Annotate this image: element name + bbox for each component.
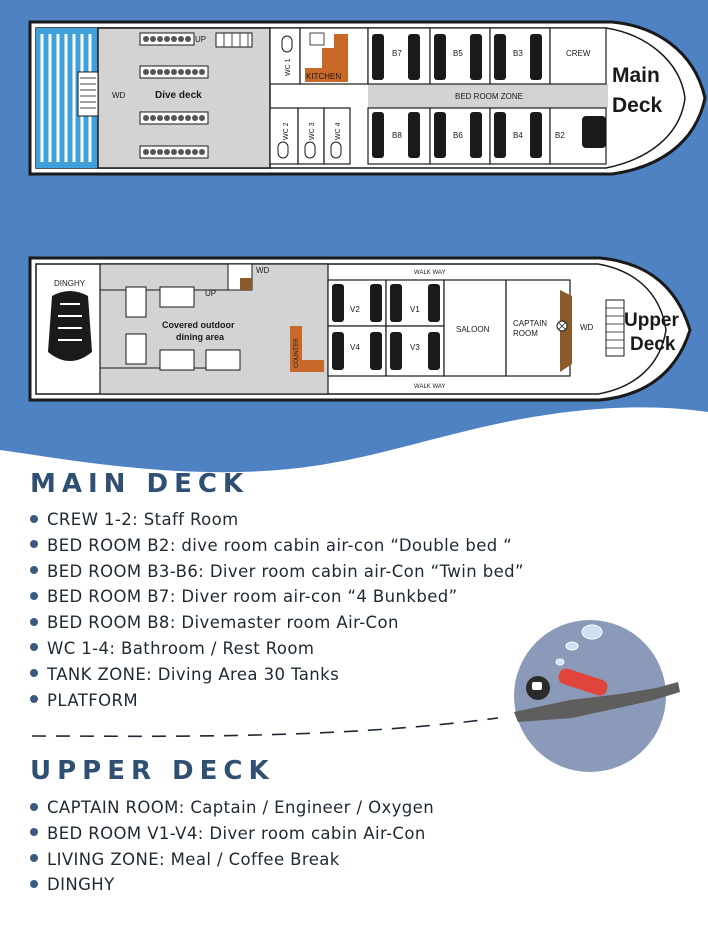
main-deck-list: CREW 1-2: Staff Room BED ROOM B2: dive r… [30, 507, 524, 713]
bullet-icon [30, 669, 38, 678]
bullet-icon [30, 566, 38, 575]
dinghy-icon [48, 291, 92, 361]
dinghy-label: DINGHY [54, 279, 86, 288]
stairs-icon [77, 71, 99, 117]
dining-tables [125, 286, 241, 371]
diver-circle [514, 620, 666, 772]
captain-label-line1: CAPTAIN [513, 319, 547, 328]
upper-deck-list: CAPTAIN ROOM: Captain / Engineer / Oxyge… [30, 795, 434, 898]
walkway-top-label: WALK WAY [414, 270, 445, 276]
upper-deck-plan: DINGHY WD UP Covered outdoor dining area… [28, 256, 692, 402]
list-item: LIVING ZONE: Meal / Coffee Break [30, 847, 434, 873]
bullet-icon [30, 540, 38, 549]
bullet-icon [30, 591, 38, 600]
bow-stairs-icon [605, 299, 625, 357]
section-divider [31, 717, 499, 738]
bullet-icon [30, 514, 38, 523]
wc4-label: WC 4 [335, 122, 342, 140]
list-item: DINGHY [30, 872, 434, 898]
b6-label: B6 [453, 131, 463, 140]
deck-plan-diagram: WD Dive deck UP WC 1 KITCHEN [0, 0, 708, 473]
v3-label: V3 [410, 343, 420, 352]
b5-label: B5 [453, 49, 463, 58]
v2-label: V2 [350, 305, 360, 314]
bullet-icon [30, 802, 38, 811]
kitchen-label: KITCHEN [306, 72, 341, 81]
diver-illustration [514, 620, 680, 772]
upper-deck-heading: UPPER DECK [30, 756, 275, 786]
main-wd-label: WD [112, 91, 126, 100]
bubble-icon [555, 624, 603, 666]
bed-icon [372, 34, 542, 80]
bullet-icon [30, 695, 38, 704]
main-up-stairs [215, 32, 253, 48]
main-deck-title-line2: Deck [612, 94, 663, 117]
main-deck-heading: MAIN DECK [30, 469, 250, 499]
main-corridor [368, 84, 608, 108]
upper-wd-top-label: WD [256, 266, 270, 275]
bed-room-zone-label: BED ROOM ZONE [455, 92, 523, 101]
list-item: BED ROOM V1-V4: Diver room cabin Air-Con [30, 821, 434, 847]
dining-label-line1: Covered outdoor [162, 320, 235, 330]
saloon-room [443, 279, 507, 377]
list-item: BED ROOM B7: Diver room air-con “4 Bunkb… [30, 584, 524, 610]
bullet-icon [30, 828, 38, 837]
wc3-label: WC 3 [309, 122, 316, 140]
bullet-icon [30, 617, 38, 626]
list-item: CREW 1-2: Staff Room [30, 507, 524, 533]
main-deck-title-line1: Main [612, 64, 660, 87]
upper-up-label: UP [205, 289, 216, 298]
list-item: WC 1-4: Bathroom / Rest Room [30, 636, 524, 662]
list-item: BED ROOM B8: Divemaster room Air-Con [30, 610, 524, 636]
main-deck-plan: WD Dive deck UP WC 1 KITCHEN [28, 20, 707, 176]
b7-label: B7 [392, 49, 402, 58]
b4-label: B4 [513, 131, 523, 140]
list-item: BED ROOM B3-B6: Diver room cabin air-Con… [30, 559, 524, 585]
helm-console [560, 290, 572, 372]
list-item: PLATFORM [30, 688, 524, 714]
counter-label: COUNTER [294, 338, 300, 368]
dining-label-line2: dining area [176, 332, 225, 342]
v4-label: V4 [350, 343, 360, 352]
b3-label: B3 [513, 49, 523, 58]
upper-deck-title-line2: Deck [630, 334, 676, 355]
walkway-bottom-label: WALK WAY [414, 384, 445, 390]
wc2-label: WC 2 [283, 122, 290, 140]
main-up-label: UP [195, 35, 206, 44]
bullet-icon [30, 854, 38, 863]
dive-deck-label: Dive deck [155, 90, 202, 101]
b2-label: B2 [555, 131, 565, 140]
cabins-bottom-row [367, 107, 607, 165]
upper-wd-right-label: WD [580, 323, 594, 332]
list-item: CAPTAIN ROOM: Captain / Engineer / Oxyge… [30, 795, 434, 821]
saloon-label: SALOON [456, 325, 490, 334]
upper-deck-title-line1: Upper [624, 310, 680, 331]
b8-label: B8 [392, 131, 402, 140]
list-item: BED ROOM B2: dive room cabin air-con “Do… [30, 533, 524, 559]
v1-label: V1 [410, 305, 420, 314]
list-item: TANK ZONE: Diving Area 30 Tanks [30, 662, 524, 688]
crew-label: CREW [566, 49, 591, 58]
captain-label-line2: ROOM [513, 329, 538, 338]
bullet-icon [30, 643, 38, 652]
diver-icon [514, 668, 680, 722]
counter [290, 326, 324, 372]
toilet-icon [281, 35, 293, 53]
v-cabins [327, 279, 445, 377]
wc1-label: WC 1 [285, 58, 292, 76]
bullet-icon [30, 879, 38, 888]
